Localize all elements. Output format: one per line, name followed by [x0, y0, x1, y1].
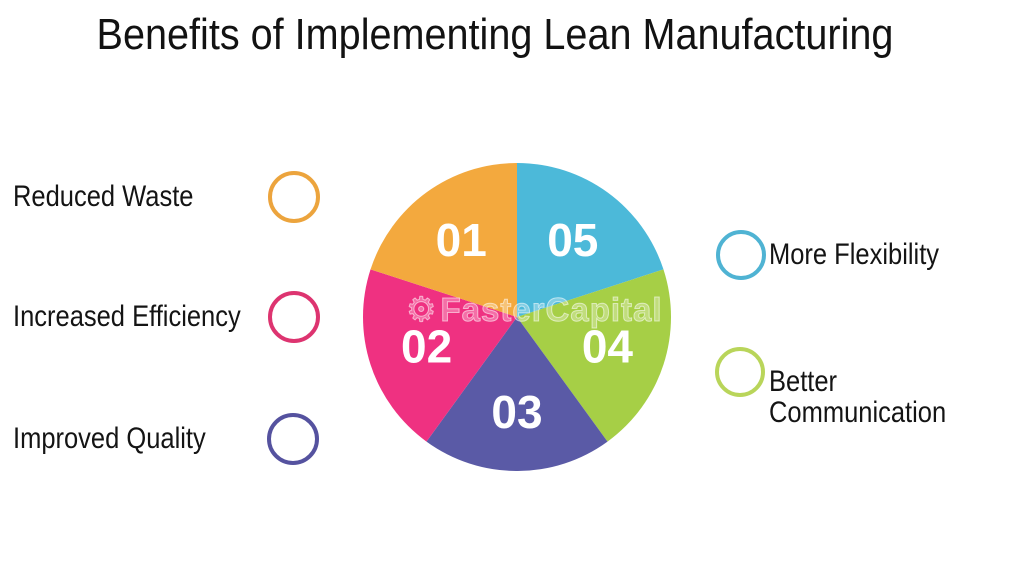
pie-slice-02: [363, 269, 517, 442]
pie-slice-number-02: 02: [401, 320, 452, 372]
legend-label-increased-efficiency: Increased Efficiency: [13, 300, 241, 333]
pie-slice-04: [517, 269, 671, 442]
pie-slice-number-05: 05: [547, 214, 598, 266]
legend-label-improved-quality: Improved Quality: [13, 422, 206, 455]
pie-chart: 05 04 03 02 01: [363, 163, 671, 471]
legend-label-better-communication: Better Communication: [769, 365, 947, 429]
reduced-waste-ring-icon: [268, 171, 320, 223]
increased-efficiency-ring-icon: [268, 291, 320, 343]
pie-slice-number-04: 04: [582, 320, 634, 372]
legend-label-reduced-waste: Reduced Waste: [13, 180, 194, 213]
pie-slice-number-01: 01: [436, 214, 487, 266]
better-communication-ring-icon: [715, 347, 765, 397]
page-title: Benefits of Implementing Lean Manufactur…: [96, 10, 894, 59]
improved-quality-ring-icon: [267, 413, 319, 465]
pie-slice-05: [517, 163, 664, 317]
more-flexibility-ring-icon: [716, 230, 766, 280]
pie-slice-01: [370, 163, 517, 317]
pie-slice-03: [426, 317, 608, 471]
legend-label-more-flexibility: More Flexibility: [769, 238, 940, 271]
pie-slice-number-03: 03: [491, 386, 542, 438]
